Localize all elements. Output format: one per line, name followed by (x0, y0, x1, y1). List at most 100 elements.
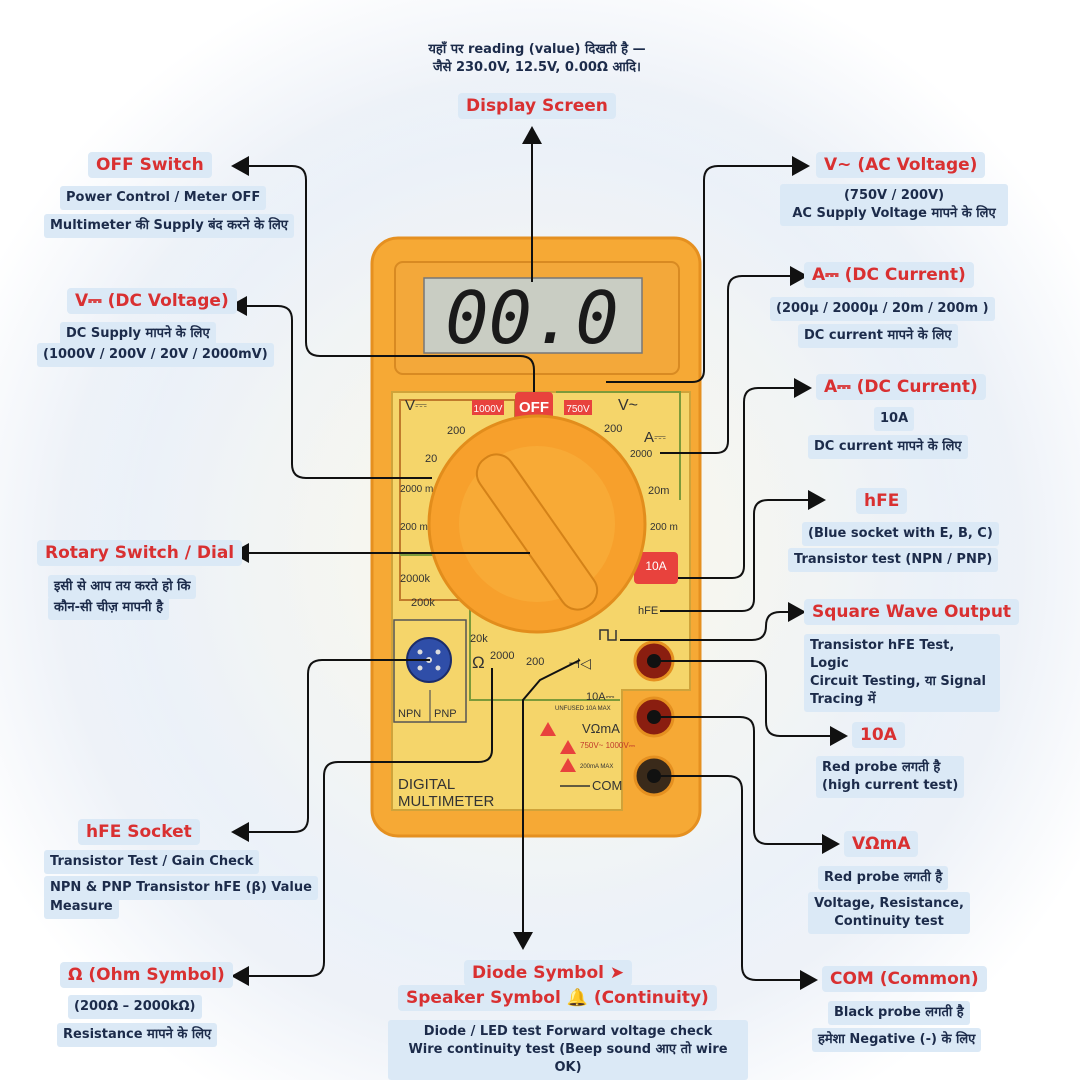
jack-10a-desc-1: Red probe लगती है (822, 760, 941, 775)
jack-10a-desc: Red probe लगती है (high current test) (816, 756, 965, 798)
dc-current-10a-title: A⎓ (DC Current) (816, 374, 986, 400)
brand-line-2: MULTIMETER (398, 793, 495, 810)
ac-voltage-title: V~ (AC Voltage) (816, 152, 986, 178)
range-1000v-label: 1000V (474, 404, 503, 415)
rotary-switch-desc-1: इसी से आप तय करते हो कि (48, 575, 197, 599)
connector-lines (229, 126, 848, 990)
scale-2000u: 2000 (630, 449, 653, 460)
ohm-desc-2: Resistance मापने के लिए (57, 1023, 218, 1047)
jack-vma-desc-2: Voltage, Resistance, (814, 896, 964, 911)
jack-vma-label: VΩmA (582, 721, 620, 736)
dc-voltage-desc-2: (1000V / 200V / 20V / 2000mV) (37, 343, 274, 367)
range-1000v-badge (472, 400, 504, 415)
range-10a-label: 10A (645, 559, 666, 573)
square-wave-desc-2: Circuit Testing, या Signal (810, 674, 986, 689)
speaker-title: Speaker Symbol 🔔 (Continuity) (398, 985, 717, 1011)
brand-line-1: DIGITAL (398, 776, 455, 793)
ac-voltage-desc: (750V / 200V) AC Supply Voltage मापने के… (780, 184, 1008, 226)
pnp-label: PNP (434, 708, 457, 720)
jack-com-title: COM (Common) (822, 966, 987, 992)
jack-com-desc-1: Black probe लगती है (828, 1001, 970, 1025)
square-wave-desc: Transistor hFE Test, Logic Circuit Testi… (804, 634, 1000, 712)
hfe-socket-desc-1: Transistor Test / Gain Check (44, 850, 260, 874)
scale-20k: 20k (470, 633, 488, 645)
warning-icon (540, 722, 556, 736)
jack-com-desc-2: हमेशा Negative (-) के लिए (812, 1028, 982, 1052)
rotary-switch-desc-2: कौन-सी चीज़ मापनी है (48, 596, 169, 620)
display-window (423, 277, 643, 354)
scale-200-left: 200 (447, 425, 465, 437)
scale-2000-ohm: 2000 (490, 650, 514, 662)
jack-vma-desc-3: Continuity test (834, 914, 944, 929)
scale-200k: 200k (411, 597, 435, 609)
dc-current-title: A⎓ (DC Current) (804, 262, 974, 288)
display-reading: 00.0 (445, 276, 618, 360)
ohm-title: Ω (Ohm Symbol) (60, 962, 233, 988)
fine-print-1: UNFUSED 10A MAX (555, 706, 611, 712)
warning-icon (560, 740, 576, 754)
display-note-line-1: यहाँ पर reading (value) दिखती है — (428, 42, 646, 57)
square-wave-desc-3: Tracing में (810, 692, 876, 707)
scale-200-ohm: 200 (526, 656, 544, 668)
hfe-dial-label: hFE (638, 605, 658, 617)
jack-10a-title: 10A (852, 722, 905, 748)
dc-current-10a-desc-1: 10A (874, 407, 915, 431)
dc-current-desc-1: (200µ / 2000µ / 20m / 200m ) (770, 297, 995, 321)
off-badge (515, 392, 553, 420)
ac-voltage-desc-1: (750V / 200V) (843, 188, 945, 203)
hfe-socket-desc-2: NPN & PNP Transistor hFE (β) Value (44, 876, 318, 900)
diode-title: Diode Symbol ➤ (464, 960, 633, 986)
scale-200m-right: 200 m (650, 522, 678, 533)
vdc-label: V⎓ (405, 397, 427, 414)
range-750v-label: 750V (566, 404, 590, 415)
scale-200-ac: 200 (604, 423, 622, 435)
adc-label: A⎓ (644, 429, 666, 446)
dc-current-10a-desc-2: DC current मापने के लिए (808, 435, 968, 459)
ac-segment (556, 391, 681, 500)
scale-2000m-left: 2000 m (400, 484, 433, 495)
off-switch-desc-2: Multimeter की Supply बंद करने के लिए (44, 214, 294, 238)
rotary-knob (475, 453, 599, 611)
ohm-dial-label: Ω (472, 653, 485, 672)
diode-desc-1: Diode / LED test Forward voltage check (423, 1024, 713, 1039)
diode-dial-symbol: ⊣◁ (568, 655, 591, 671)
scale-200m-left: 200 m (400, 522, 428, 533)
fine-print-3: 200mA MAX (580, 764, 613, 770)
range-750v-badge (564, 400, 592, 415)
multimeter: 00.0 OFF 1000V 750V V⎓ V~ A⎓ 200 20 2000… (370, 236, 702, 838)
jack-com-label: COM (592, 778, 622, 793)
hfe-desc-2: Transistor test (NPN / PNP) (788, 548, 999, 572)
range-10a-badge (634, 552, 678, 584)
hfe-title: hFE (856, 488, 908, 514)
jack-vma-desc: Voltage, Resistance, Continuity test (808, 892, 970, 934)
jack-vma-desc-1: Red probe लगती है (818, 866, 949, 890)
jack-vma-title: VΩmA (844, 831, 919, 857)
hfe-desc-1: (Blue socket with E, B, C) (802, 522, 999, 546)
vac-label: V~ (618, 397, 638, 414)
off-switch-title: OFF Switch (88, 152, 212, 178)
display-note-line-2: जैसे 230.0V, 12.5V, 0.00Ω आदि। (433, 60, 641, 75)
jack-10a-desc-2: (high current test) (822, 778, 959, 793)
warning-icon (560, 758, 576, 772)
square-wave-title: Square Wave Output (804, 599, 1020, 625)
display-screen-note: यहाँ पर reading (value) दिखती है — जैसे … (418, 38, 656, 80)
hfe-socket-title: hFE Socket (78, 819, 200, 845)
ohm-desc-1: (200Ω – 2000kΩ) (68, 995, 202, 1019)
npn-label: NPN (398, 708, 421, 720)
square-wave-desc-1: Transistor hFE Test, Logic (810, 638, 955, 671)
display-screen-title: Display Screen (458, 93, 616, 119)
dc-current-desc-2: DC current मापने के लिए (798, 324, 958, 348)
diode-desc-2: Wire continuity test (Beep sound आए तो w… (408, 1042, 728, 1075)
rotary-switch-title: Rotary Switch / Dial (37, 540, 243, 566)
jack-10a-label: 10A⎓ (586, 691, 615, 703)
square-wave-symbol (599, 629, 617, 641)
hfe-socket-desc-3: Measure (44, 895, 119, 919)
dc-voltage-title: V⎓ (DC Voltage) (67, 288, 237, 314)
dc-voltage-desc-1: DC Supply मापने के लिए (60, 322, 216, 346)
off-switch-desc-1: Power Control / Meter OFF (60, 186, 267, 210)
fine-print-2: 750V~ 1000V⎓ (580, 741, 636, 750)
diode-desc: Diode / LED test Forward voltage check W… (388, 1020, 748, 1080)
off-label: OFF (519, 399, 549, 416)
scale-20: 20 (425, 453, 437, 465)
